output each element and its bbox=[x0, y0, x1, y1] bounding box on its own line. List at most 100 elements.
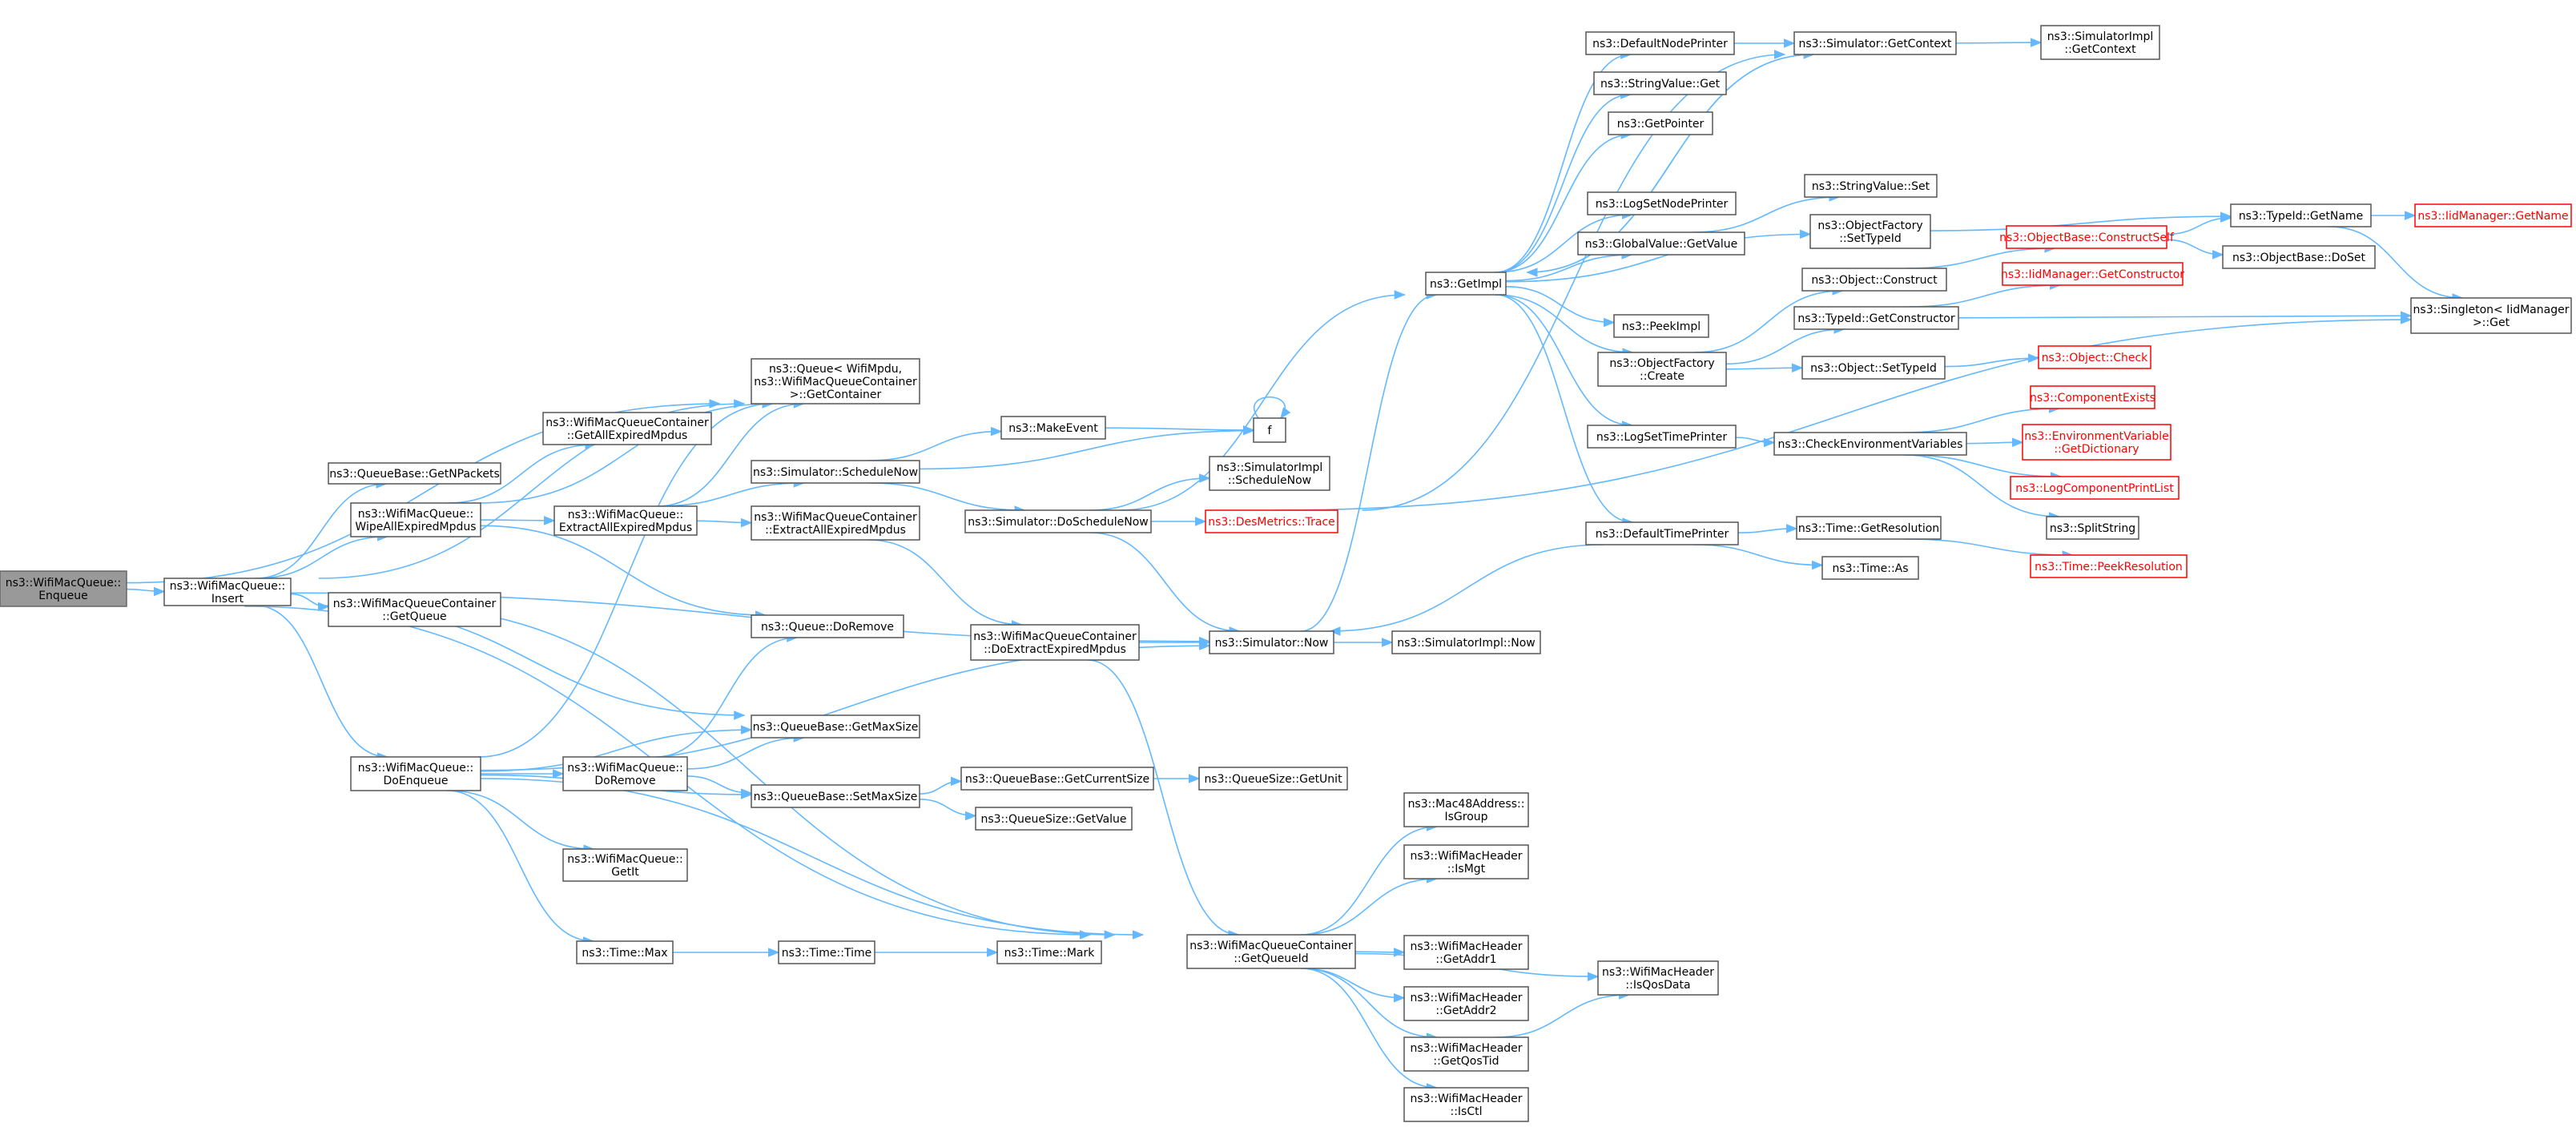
node-box-getallexpired[interactable] bbox=[542, 412, 712, 445]
node-doenqueue[interactable]: ns3::WifiMacQueue::DoEnqueue bbox=[350, 756, 481, 791]
node-object_settypeid[interactable]: ns3::Object::SetTypeId bbox=[1801, 356, 1946, 380]
node-box-objectbase_doset[interactable] bbox=[2222, 245, 2376, 269]
node-box-insert[interactable] bbox=[163, 578, 292, 606]
node-box-time_as[interactable] bbox=[1821, 556, 1919, 580]
node-box-iidmanager_getname[interactable] bbox=[2414, 203, 2572, 227]
node-getallexpired[interactable]: ns3::WifiMacQueueContainer::GetAllExpire… bbox=[542, 412, 712, 445]
node-getit[interactable]: ns3::WifiMacQueue::GetIt bbox=[562, 848, 688, 882]
node-box-object_construct[interactable] bbox=[1801, 268, 1947, 292]
node-defaulttimeprinter[interactable]: ns3::DefaultTimePrinter bbox=[1585, 521, 1739, 545]
node-box-root[interactable] bbox=[0, 570, 127, 607]
node-ismgt[interactable]: ns3::WifiMacHeader::IsMgt bbox=[1403, 844, 1529, 879]
node-box-getit[interactable] bbox=[562, 848, 688, 882]
node-sim_now[interactable]: ns3::Simulator::Now bbox=[1209, 630, 1334, 654]
node-box-getpointer[interactable] bbox=[1608, 111, 1713, 135]
node-box-qb_getmaxsize[interactable] bbox=[751, 714, 920, 739]
node-box-checkenv[interactable] bbox=[1773, 432, 1967, 456]
node-box-doschedulenow[interactable] bbox=[964, 509, 1152, 533]
node-box-wipeall[interactable] bbox=[350, 502, 481, 537]
node-qs_getunit[interactable]: ns3::QueueSize::GetUnit bbox=[1198, 767, 1348, 791]
node-peekimpl[interactable]: ns3::PeekImpl bbox=[1613, 314, 1709, 338]
node-box-qb_getcurrentsize[interactable] bbox=[960, 767, 1154, 791]
node-logcomponentprintlist[interactable]: ns3::LogComponentPrintList bbox=[2010, 476, 2180, 500]
node-time_max[interactable]: ns3::Time::Max bbox=[576, 940, 674, 964]
node-box-sim_now[interactable] bbox=[1209, 630, 1334, 654]
node-box-objectbase_constructself[interactable] bbox=[2006, 225, 2167, 249]
node-qb_getmaxsize[interactable]: ns3::QueueBase::GetMaxSize bbox=[751, 714, 920, 739]
node-simimpl_schedulenow[interactable]: ns3::SimulatorImpl::ScheduleNow bbox=[1209, 456, 1330, 491]
node-box-isqosdata[interactable] bbox=[1597, 960, 1719, 996]
node-box-schedulenow[interactable] bbox=[751, 460, 920, 484]
node-getpointer[interactable]: ns3::GetPointer bbox=[1608, 111, 1713, 135]
node-getqostid[interactable]: ns3::WifiMacHeader::GetQosTid bbox=[1403, 1036, 1529, 1072]
node-queue_doremove[interactable]: ns3::Queue::DoRemove bbox=[751, 614, 904, 638]
node-schedulenow[interactable]: ns3::Simulator::ScheduleNow bbox=[751, 460, 920, 484]
node-box-getcontainer[interactable] bbox=[751, 358, 920, 405]
node-qb_setmaxsize[interactable]: ns3::QueueBase::SetMaxSize bbox=[751, 784, 920, 808]
node-checkenv[interactable]: ns3::CheckEnvironmentVariables bbox=[1773, 432, 1967, 456]
node-time_getresolution[interactable]: ns3::Time::GetResolution bbox=[1796, 516, 1942, 540]
node-box-isgroup[interactable] bbox=[1403, 792, 1529, 827]
node-box-logcomponentprintlist[interactable] bbox=[2010, 476, 2180, 500]
node-isgroup[interactable]: ns3::Mac48Address::IsGroup bbox=[1403, 792, 1529, 827]
node-qb_getcurrentsize[interactable]: ns3::QueueBase::GetCurrentSize bbox=[960, 767, 1154, 791]
node-sim_getcontext[interactable]: ns3::Simulator::GetContext bbox=[1793, 31, 1957, 55]
node-logsettimeprinter[interactable]: ns3::LogSetTimePrinter bbox=[1587, 425, 1737, 449]
node-typeid_getname[interactable]: ns3::TypeId::GetName bbox=[2230, 203, 2372, 227]
node-box-getimpl[interactable] bbox=[1425, 272, 1507, 296]
node-makeevent[interactable]: ns3::MakeEvent bbox=[1000, 416, 1106, 440]
node-objectbase_constructself[interactable]: ns3::ObjectBase::ConstructSelf bbox=[1999, 225, 2175, 249]
node-box-wmq_doremove[interactable] bbox=[562, 756, 688, 791]
node-time_time[interactable]: ns3::Time::Time bbox=[778, 940, 875, 964]
node-getimpl[interactable]: ns3::GetImpl bbox=[1425, 272, 1507, 296]
node-box-getnpackets[interactable] bbox=[328, 462, 501, 485]
node-box-time_time[interactable] bbox=[778, 940, 875, 964]
node-box-objectfactory_settypeid[interactable] bbox=[1809, 214, 1931, 249]
node-logsetnodeprinter[interactable]: ns3::LogSetNodePrinter bbox=[1587, 191, 1737, 215]
node-box-logsetnodeprinter[interactable] bbox=[1587, 191, 1737, 215]
node-iidmanager_getname[interactable]: ns3::IidManager::GetName bbox=[2414, 203, 2572, 227]
node-wmq_doremove[interactable]: ns3::WifiMacQueue::DoRemove bbox=[562, 756, 688, 791]
node-box-iidmanager_getconstructor[interactable] bbox=[2002, 262, 2184, 286]
node-box-getqostid[interactable] bbox=[1403, 1036, 1529, 1072]
node-box-singleton_get[interactable] bbox=[2410, 297, 2572, 334]
node-box-peekimpl[interactable] bbox=[1613, 314, 1709, 338]
node-box-makeevent[interactable] bbox=[1000, 416, 1106, 440]
node-desmetrics[interactable]: ns3::DesMetrics::Trace bbox=[1205, 509, 1338, 533]
node-cont_getqueue[interactable]: ns3::WifiMacQueueContainer::GetQueue bbox=[328, 592, 501, 627]
node-box-object_check[interactable] bbox=[2038, 345, 2151, 369]
node-extractall[interactable]: ns3::WifiMacQueue::ExtractAllExpiredMpdu… bbox=[553, 505, 698, 536]
node-box-time_max[interactable] bbox=[576, 940, 674, 964]
node-box-simimpl_now[interactable] bbox=[1391, 630, 1541, 654]
node-insert[interactable]: ns3::WifiMacQueue::Insert bbox=[163, 578, 292, 606]
node-f[interactable]: f bbox=[1253, 417, 1286, 443]
node-box-time_getresolution[interactable] bbox=[1796, 516, 1942, 540]
node-box-ismgt[interactable] bbox=[1403, 844, 1529, 879]
node-isctl[interactable]: ns3::WifiMacHeader::IsCtl bbox=[1403, 1087, 1529, 1122]
node-root[interactable]: ns3::WifiMacQueue::Enqueue bbox=[0, 570, 127, 607]
node-box-globalvalue_getvalue[interactable] bbox=[1577, 231, 1745, 256]
node-simimpl_getcontext[interactable]: ns3::SimulatorImpl::GetContext bbox=[2040, 25, 2160, 60]
node-box-doenqueue[interactable] bbox=[350, 756, 481, 791]
node-env_getdictionary[interactable]: ns3::EnvironmentVariable::GetDictionary bbox=[2022, 424, 2171, 461]
node-wipeall[interactable]: ns3::WifiMacQueue::WipeAllExpiredMpdus bbox=[350, 502, 481, 537]
node-box-simimpl_getcontext[interactable] bbox=[2040, 25, 2160, 60]
node-object_construct[interactable]: ns3::Object::Construct bbox=[1801, 268, 1947, 292]
node-getaddr1[interactable]: ns3::WifiMacHeader::GetAddr1 bbox=[1403, 935, 1529, 970]
node-objectbase_doset[interactable]: ns3::ObjectBase::DoSet bbox=[2222, 245, 2376, 269]
node-box-typeid_getconstructor[interactable] bbox=[1793, 306, 1959, 330]
node-isqosdata[interactable]: ns3::WifiMacHeader::IsQosData bbox=[1597, 960, 1719, 996]
node-object_check[interactable]: ns3::Object::Check bbox=[2038, 345, 2151, 369]
node-doextractexpired[interactable]: ns3::WifiMacQueueContainer::DoExtractExp… bbox=[970, 624, 1140, 661]
node-box-simimpl_schedulenow[interactable] bbox=[1209, 456, 1330, 491]
node-objectfactory_settypeid[interactable]: ns3::ObjectFactory::SetTypeId bbox=[1809, 214, 1931, 249]
node-box-sim_getcontext[interactable] bbox=[1793, 31, 1957, 55]
node-box-splitstring[interactable] bbox=[2046, 516, 2139, 540]
node-stringvalue_get[interactable]: ns3::StringValue::Get bbox=[1593, 71, 1727, 95]
node-box-typeid_getname[interactable] bbox=[2230, 203, 2372, 227]
node-qs_getvalue[interactable]: ns3::QueueSize::GetValue bbox=[975, 807, 1133, 831]
node-splitstring[interactable]: ns3::SplitString bbox=[2046, 516, 2139, 540]
node-box-getaddr1[interactable] bbox=[1403, 935, 1529, 970]
node-getaddr2[interactable]: ns3::WifiMacHeader::GetAddr2 bbox=[1403, 986, 1529, 1021]
node-box-defaultnodeprinter[interactable] bbox=[1585, 31, 1735, 55]
